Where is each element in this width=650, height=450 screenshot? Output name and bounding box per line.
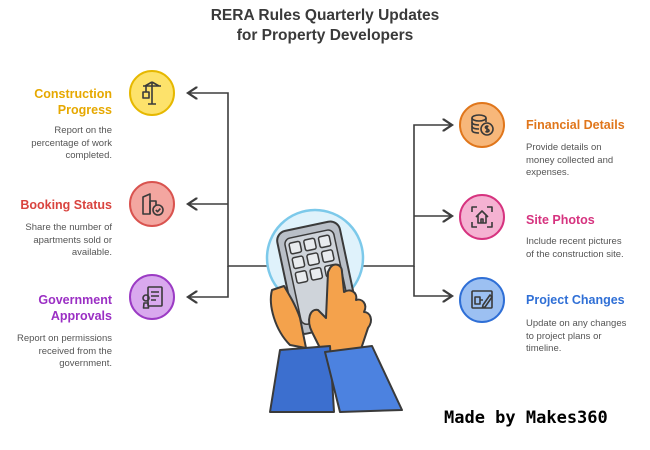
- desc-line: of the construction site.: [526, 248, 624, 260]
- desc-line: timeline.: [526, 343, 562, 354]
- financial-details-description: Provide details on money collected and e…: [526, 142, 613, 180]
- financial-details-heading: Financial Details: [526, 117, 625, 133]
- project-changes-icon-circle: [459, 277, 505, 323]
- heading-line: Project Changes: [526, 293, 625, 307]
- heading-line: Progress: [57, 103, 112, 117]
- building-check-icon: [142, 193, 164, 216]
- desc-line: received from the: [38, 345, 112, 357]
- site-photos-icon-circle: [459, 194, 505, 240]
- connector-changes: [413, 266, 452, 296]
- desc-line: to project plans or: [526, 330, 602, 342]
- construction-progress-description: Report on the percentage of work complet…: [31, 125, 112, 163]
- heading-line: Approvals: [50, 309, 112, 323]
- desc-line: Include recent pictures: [526, 236, 622, 247]
- construction-progress-icon-circle: [129, 70, 175, 116]
- connector-construction: [188, 93, 272, 267]
- desc-line: Report on permissions: [16, 333, 112, 344]
- house-photo-icon: [471, 206, 493, 228]
- heading-line: Site Photos: [526, 213, 595, 227]
- blueprint-edit-icon: [471, 290, 493, 309]
- desc-line: Provide details on: [526, 142, 602, 153]
- heading-line: Government: [38, 293, 112, 307]
- project-changes-heading: Project Changes: [526, 292, 625, 308]
- heading-line: Financial Details: [526, 118, 625, 132]
- desc-line: percentage of work: [31, 137, 112, 149]
- connector-financial: [358, 125, 452, 267]
- approval-document-icon: [142, 286, 163, 309]
- desc-line: expenses.: [526, 167, 570, 178]
- credit-text: Made by Makes360: [444, 408, 608, 428]
- booking-status-description: Share the number of apartments sold or a…: [25, 222, 112, 260]
- project-changes-description: Update on any changes to project plans o…: [526, 318, 626, 356]
- site-photos-description: Include recent pictures of the construct…: [526, 236, 624, 261]
- booking-status-icon-circle: [129, 181, 175, 227]
- booking-status-heading: Booking Status: [20, 197, 112, 213]
- desc-line: completed.: [65, 150, 112, 161]
- government-approvals-heading: Government Approvals: [38, 292, 112, 324]
- desc-line: government.: [59, 358, 112, 369]
- desc-line: Update on any changes: [526, 318, 627, 329]
- site-photos-heading: Site Photos: [526, 212, 595, 228]
- desc-line: Share the number of: [25, 222, 112, 233]
- title-line-1: RERA Rules Quarterly Updates: [210, 7, 440, 24]
- heading-line: Booking Status: [20, 198, 112, 212]
- government-approvals-icon-circle: [129, 274, 175, 320]
- crane-icon: [142, 81, 161, 105]
- page-title: RERA Rules Quarterly Updates for Propert…: [0, 6, 650, 46]
- heading-line: Construction: [34, 87, 112, 101]
- desc-line: apartments sold or: [33, 234, 112, 246]
- desc-line: money collected and: [526, 154, 614, 166]
- construction-progress-heading: Construction Progress: [34, 86, 112, 118]
- title-line-2: for Property Developers: [236, 27, 414, 44]
- hand-calculator-icon: [265, 208, 403, 413]
- connector-approvals: [188, 266, 229, 297]
- desc-line: available.: [71, 247, 112, 258]
- desc-line: Report on the: [54, 125, 112, 136]
- financial-details-icon-circle: [459, 102, 505, 148]
- coins-icon: [471, 114, 494, 136]
- government-approvals-description: Report on permissions received from the …: [17, 333, 112, 371]
